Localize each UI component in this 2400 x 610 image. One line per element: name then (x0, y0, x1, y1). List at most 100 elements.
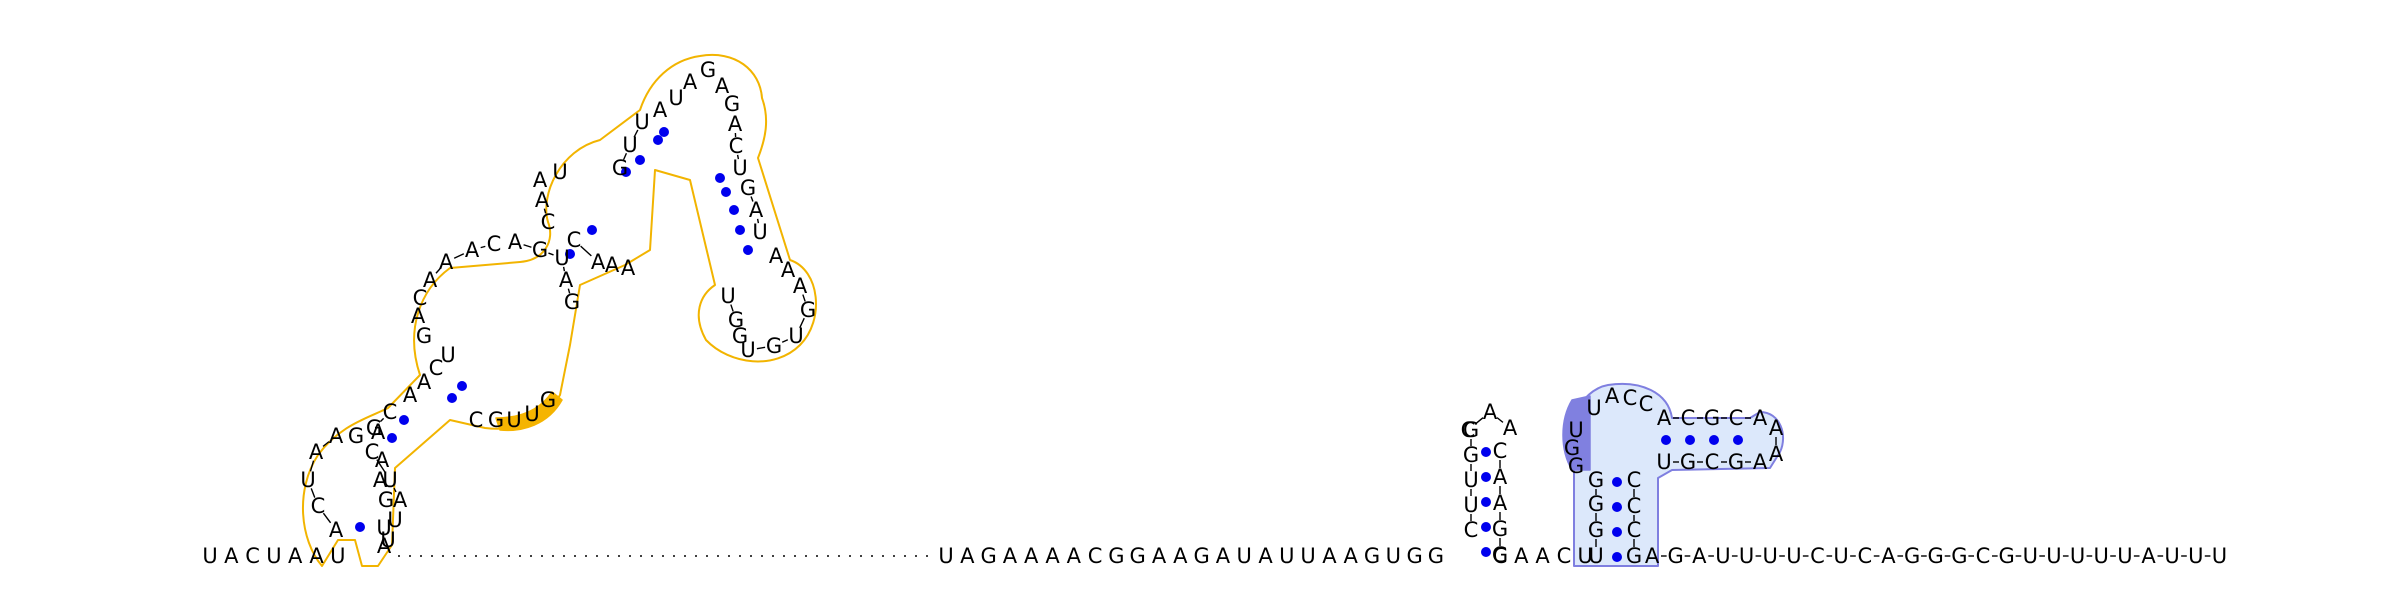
nucleotide-U: U (1300, 544, 1315, 568)
nucleotide-G: G (1728, 450, 1744, 474)
base-pair-dot (635, 155, 645, 165)
base-pair-dot (653, 135, 663, 145)
nucleotide-U: U (668, 86, 683, 110)
nucleotide-C: C (1464, 518, 1479, 542)
nucleotide-A: A (439, 250, 454, 274)
nucleotide-G: G (540, 388, 556, 412)
nucleotide-A: A (403, 383, 418, 407)
nucleotide-U: U (1763, 544, 1778, 568)
base-pair-dot (1481, 447, 1491, 457)
nucleotide-A: A (1657, 406, 1672, 430)
nucleotide-C: C (311, 494, 326, 518)
base-pair-dot (621, 167, 631, 177)
base-pair-dot (1661, 435, 1671, 445)
nucleotide-U: U (2094, 544, 2109, 568)
backbone-link (543, 208, 547, 214)
base-pair-dot (1612, 477, 1622, 487)
nucleotide-A: A (508, 230, 523, 254)
nucleotide-U: U (382, 468, 397, 492)
nucleotide-C: C (1623, 386, 1638, 410)
nucleotide-A: A (371, 420, 386, 444)
nucleotide-C: C (1639, 392, 1654, 416)
nucleotide-A: A (465, 238, 480, 262)
nucleotide-A: A (1173, 544, 1188, 568)
nucleotide-G: G (348, 424, 364, 448)
backbone-link (548, 252, 554, 256)
nucleotide-C: C (1857, 544, 1872, 568)
backbone-link (322, 441, 330, 447)
base-pair-dot (1685, 435, 1695, 445)
base-pair-dot (735, 225, 745, 235)
nucleotide-A: A (1322, 544, 1337, 568)
backbone-link (802, 294, 806, 302)
nucleotide-A: A (393, 488, 408, 512)
nucleotide-C: C (1681, 406, 1696, 430)
nucleotide-A: A (423, 268, 438, 292)
nucleotide-U: U (1588, 544, 1603, 568)
backbone-link (322, 512, 332, 524)
nucleotide-A: A (533, 168, 548, 192)
nucleotide-C: C (1557, 544, 1572, 568)
backbone-link (633, 129, 639, 138)
backbone-link (1496, 417, 1504, 423)
nucleotide-A: A (535, 188, 550, 212)
base-pair-dot (1481, 547, 1491, 557)
nucleotide-A: A (1344, 544, 1359, 568)
nucleotide-G: G (488, 408, 504, 432)
nucleotide-C: C (1493, 439, 1508, 463)
nucleotide-C: C (1461, 418, 1476, 442)
nucleotide-A: A (621, 256, 636, 280)
nucleotide-U: U (1656, 450, 1671, 474)
nucleotide-A: A (793, 274, 808, 298)
nucleotide-A: A (224, 544, 239, 568)
nucleotide-C: C (1810, 544, 1825, 568)
nucleotide-U: U (788, 324, 803, 348)
nucleotide-U: U (634, 110, 649, 134)
nucleotide-G: G (980, 544, 996, 568)
base-pair-dot (715, 173, 725, 183)
nucleotide-A: A (1645, 544, 1660, 568)
nucleotide-A: A (2141, 544, 2156, 568)
base-pair-dot (1612, 527, 1622, 537)
nucleotide-U: U (554, 246, 569, 270)
nucleotide-G: G (1108, 544, 1124, 568)
nucleotide-G: G (1588, 492, 1604, 516)
nucleotide-G: G (1928, 544, 1944, 568)
orange-highlight (495, 391, 563, 432)
nucleotide-G: G (1904, 544, 1920, 568)
nucleotide-A: A (1067, 544, 1082, 568)
nucleotide-A: A (1605, 384, 1620, 408)
nucleotide-G: G (612, 156, 628, 180)
nucleotide-A: A (417, 370, 432, 394)
orange-domain-outline (302, 53, 817, 567)
nucleotide-C: C (1493, 544, 1508, 568)
nucleotide-A: A (769, 244, 784, 268)
nucleotide-A: A (1152, 544, 1167, 568)
base-pair-dot (1481, 522, 1491, 532)
nucleotide-G: G (732, 324, 748, 348)
base-pair-dot (743, 245, 753, 255)
nucleotide-G: G (1492, 543, 1508, 567)
base-pair-dot (729, 205, 739, 215)
backbone-link (376, 459, 386, 473)
nucleotide-U: U (1279, 544, 1294, 568)
nucleotide-U: U (1715, 544, 1730, 568)
base-pair-dot (399, 415, 409, 425)
base-pair-dot (1709, 435, 1719, 445)
nucleotide-C: C (1976, 544, 1991, 568)
nucleotide-A: A (653, 98, 668, 122)
nucleotide-G: G (1588, 468, 1604, 492)
nucleotide-G: G (1463, 418, 1479, 442)
nucleotide-A: A (1003, 544, 1018, 568)
nucleotide-C: C (1627, 468, 1642, 492)
nucleotide-C: C (1627, 494, 1642, 518)
nucleotide-U: U (2117, 544, 2132, 568)
backbone-link (756, 346, 766, 350)
nucleotide-A: A (1493, 465, 1508, 489)
base-pair-dot (447, 393, 457, 403)
backbone-link (453, 253, 465, 259)
backbone-link (580, 245, 592, 257)
nucleotide-U: U (622, 133, 637, 157)
nucleotide-U: U (1463, 493, 1478, 517)
